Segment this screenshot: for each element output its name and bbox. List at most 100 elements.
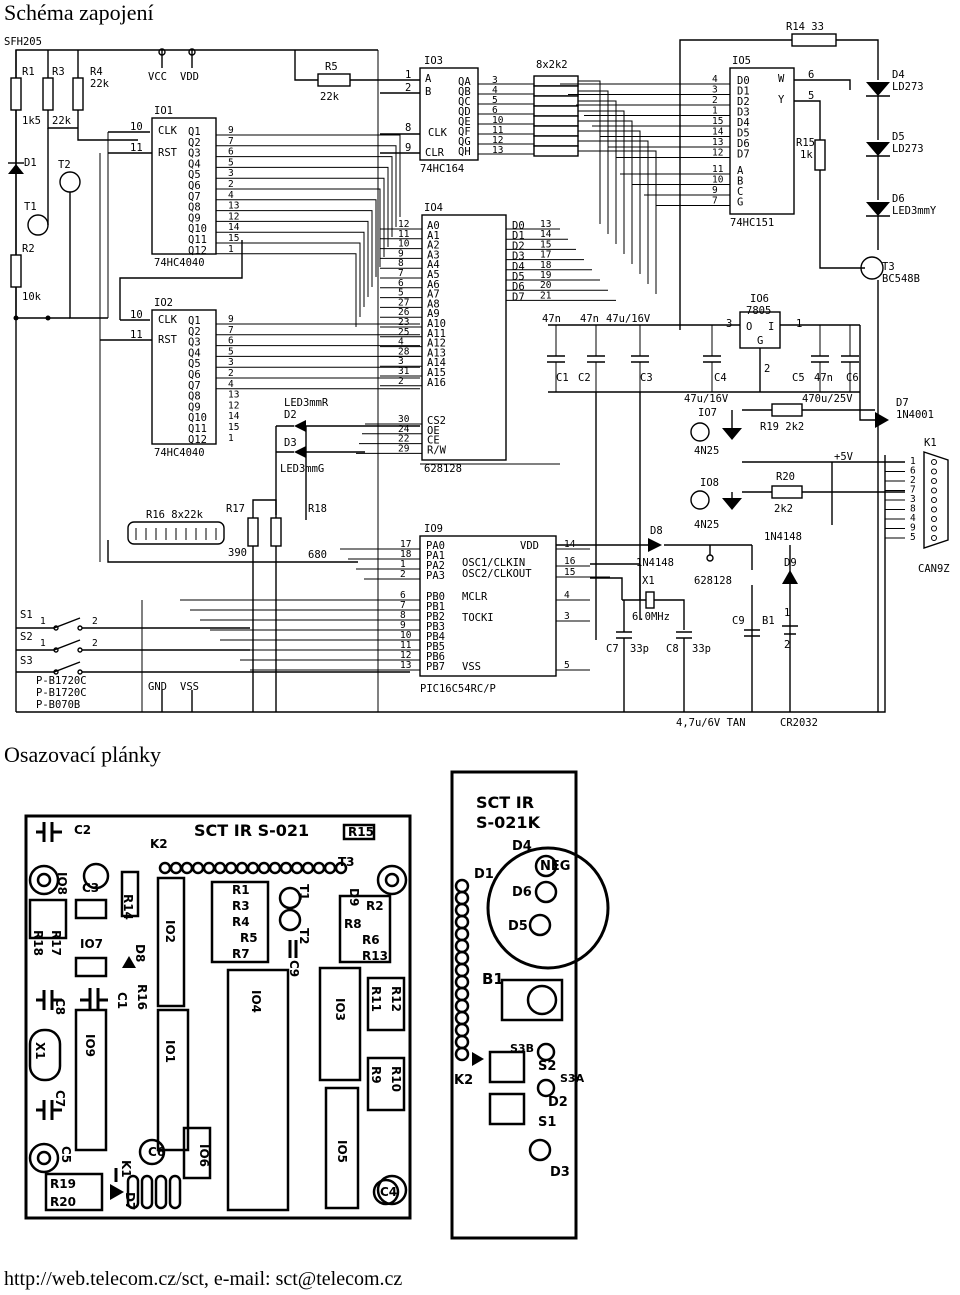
label-x1-value: 6.0MHz	[632, 611, 670, 623]
pcb-label-r18: R18	[31, 930, 45, 956]
pcb-footprint	[366, 1056, 406, 1112]
pcb-small-pad	[454, 902, 470, 918]
pcb-label-r19: R19	[50, 1177, 76, 1191]
pcb-label-r20: R20	[50, 1195, 76, 1209]
pcb-small-pad	[528, 913, 552, 937]
label-k1: K1	[924, 437, 937, 449]
pcb-footprint	[338, 894, 392, 964]
io4-ctrl-pin: CS2	[427, 415, 446, 427]
svg-text:10: 10	[130, 121, 143, 133]
io1-pin-q6: Q6	[188, 180, 201, 192]
pcb-small-pad	[454, 938, 470, 954]
label-d8-value: 1N4148	[636, 557, 674, 569]
pcb-small-pad	[454, 1046, 470, 1062]
label-r3-value: 22k	[52, 115, 72, 127]
label-io8: IO8	[700, 477, 719, 489]
label-d4-value: LD273	[892, 81, 924, 93]
svg-text:CLK: CLK	[428, 127, 448, 139]
io9-pin-pa3: PA3	[426, 570, 445, 582]
pcb-label-c5: C5	[59, 1146, 73, 1163]
pcb-pad	[257, 861, 271, 875]
pcb-footprint	[44, 1172, 104, 1212]
diode-d8	[648, 538, 662, 552]
io5-pin-d6: D6	[737, 138, 750, 150]
pcb-label-d7: D7	[123, 1192, 137, 1210]
label-r2-value: 10k	[22, 291, 42, 303]
io3-pin-qb: QB	[458, 86, 471, 98]
io9-pin-pa1: PA1	[426, 550, 445, 562]
io1-pin-num: 4	[228, 190, 234, 201]
k1-pin	[931, 478, 937, 484]
io5-select-pin: C	[737, 186, 743, 198]
output-led-chain: R14 33 D4 LD273 D5 LD273 D6 LED3mmY R15 …	[679, 21, 937, 712]
io5-select-num: 7	[712, 196, 718, 207]
io2-pin-q10: Q10	[188, 412, 207, 424]
pcb-label-c9: C9	[287, 960, 301, 977]
io3-pin-qe: QE	[458, 116, 471, 128]
pcb-pad	[180, 861, 194, 875]
io2-pin-num: 2	[228, 368, 234, 379]
io4-pin-num: 17	[540, 250, 551, 261]
pcb-label-io4: IO4	[249, 990, 263, 1013]
led-d2	[294, 420, 306, 432]
diode-d7	[875, 412, 889, 428]
svg-text:11: 11	[130, 142, 143, 154]
io4-pin-a10: A10	[427, 318, 446, 330]
io9-pin-pb2: PB2	[426, 611, 445, 623]
label-io8-type: 4N25	[694, 519, 719, 531]
pcb-pad	[36, 1150, 52, 1166]
io2-pin-q2: Q2	[188, 326, 201, 338]
pcb-label-io5: IO5	[335, 1140, 349, 1163]
label-r3: R3	[52, 66, 65, 78]
io4-pin-a16: A16	[427, 377, 446, 389]
svg-text:CLR: CLR	[425, 147, 445, 159]
photodiode-d1	[8, 164, 24, 174]
io4-pin-a15: A15	[427, 367, 446, 379]
pcb-small-pad	[454, 998, 470, 1014]
label-c2-value: 47n	[580, 313, 599, 325]
io4-pin-a7: A7	[427, 289, 440, 301]
io1-pin-num: 6	[228, 147, 234, 158]
label-io5: IO5	[732, 55, 751, 67]
label-d3-value: LED3mmG	[280, 463, 324, 475]
io2-pin-q5: Q5	[188, 358, 201, 370]
pcb-main-outline	[24, 814, 412, 1220]
pcb-small-pad	[534, 854, 558, 878]
pcb-footprint	[318, 966, 362, 1082]
io5-pin-d5: D5	[737, 128, 750, 140]
io5-select-num: 10	[712, 175, 724, 186]
k1-pin	[931, 487, 937, 494]
pcb-pad	[376, 864, 408, 896]
label-d7: D7	[896, 397, 909, 409]
io9-pin-num: 18	[400, 549, 412, 560]
chip-io9: IO9 PIC16C54RC/P PA017PA118PA21PA32PB06P…	[180, 523, 590, 695]
pcb-label-io8: IO8	[55, 872, 69, 895]
pcb-pad	[323, 861, 337, 875]
label-io2-type: 74HC4040	[154, 447, 205, 459]
pcb-label-r16: R16	[135, 984, 149, 1010]
pcb-footprint	[324, 1086, 360, 1210]
label-d6-value: LED3mmY	[892, 205, 937, 217]
io4-pin-num: 15	[540, 239, 551, 250]
io3-pin-qf: QF	[458, 126, 471, 138]
io1-pin-q9: Q9	[188, 212, 201, 224]
capacitor	[587, 355, 605, 363]
io5-pin-d2: D2	[737, 96, 750, 108]
svg-text:1: 1	[405, 69, 411, 81]
pcb-pad	[202, 861, 216, 875]
label-r16: R16 8x22k	[146, 509, 204, 521]
pcb-small-pad	[536, 1078, 556, 1098]
io1-pin-num: 1	[228, 244, 234, 255]
io5-pin-d1: D1	[737, 86, 750, 98]
svg-text:2: 2	[92, 616, 98, 627]
transistor-t1	[27, 214, 49, 236]
label-c8: C8	[666, 643, 679, 655]
io9-pin-num: 3	[564, 611, 570, 622]
label-t3: T3	[882, 261, 895, 273]
chip-io5: IO5 74HC151 WY 65 D04D13D22D31D415D514D6…	[560, 55, 851, 229]
pcb-label-r13: R13	[362, 949, 388, 963]
io9-pin-num: 1	[400, 559, 406, 570]
io2-pin-num: 4	[228, 379, 234, 390]
label-cr2032: CR2032	[780, 717, 818, 729]
pcb-label-r5: R5	[240, 931, 258, 945]
